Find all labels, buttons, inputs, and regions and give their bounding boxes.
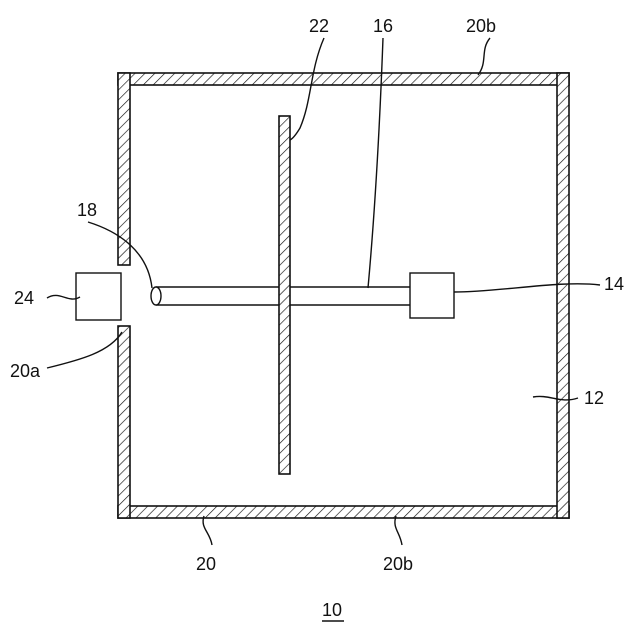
external-block — [76, 273, 121, 320]
label-chamber: 20 — [196, 554, 216, 574]
figure-number: 10 — [322, 600, 342, 620]
wall-top — [118, 73, 569, 85]
wall-bottom — [118, 506, 569, 518]
label-opening: 20a — [10, 361, 41, 381]
label-wall-top: 20b — [466, 16, 496, 36]
wall-right — [557, 73, 569, 518]
label-device-body: 12 — [584, 388, 604, 408]
label-wall-bottom: 20b — [383, 554, 413, 574]
wall-left-lower — [118, 326, 130, 518]
label-end-block: 14 — [604, 274, 624, 294]
label-external-block: 24 — [14, 288, 34, 308]
rod-tip — [151, 287, 161, 305]
label-plate: 22 — [309, 16, 329, 36]
label-rod-tip: 18 — [77, 200, 97, 220]
chamber-wall — [118, 73, 569, 518]
plate — [279, 116, 290, 474]
end-block — [410, 273, 454, 318]
label-rod: 16 — [373, 16, 393, 36]
